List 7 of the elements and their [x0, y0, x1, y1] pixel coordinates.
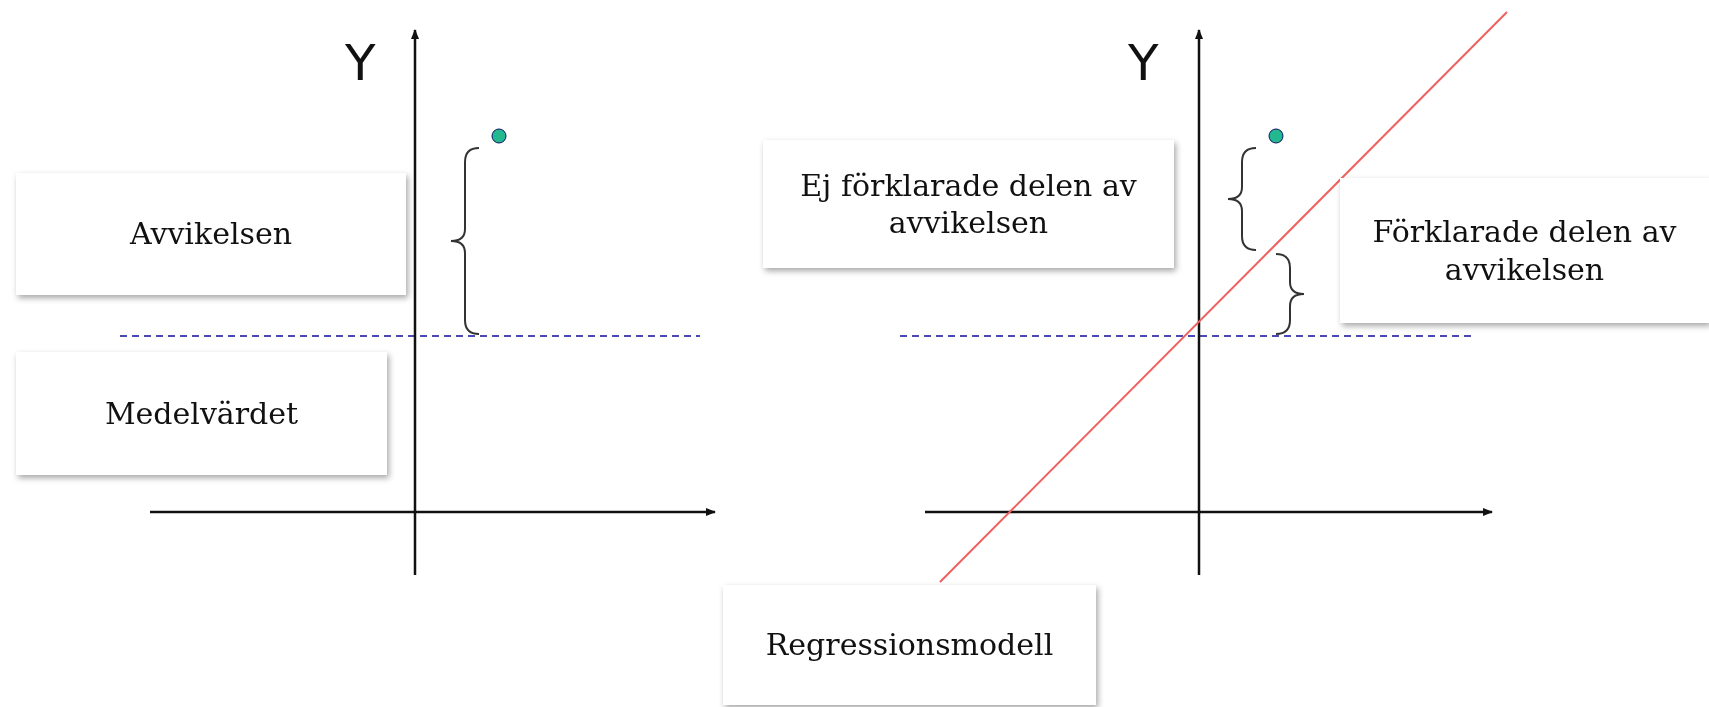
- text-card: Medelvärdet: [16, 352, 387, 475]
- axis-label: Y: [1128, 38, 1159, 88]
- text-card: Regressionsmodell: [723, 585, 1096, 705]
- text-card: Avvikelsen: [16, 173, 406, 295]
- text-card: Förklarade delen av avvikelsen: [1340, 178, 1709, 323]
- text-card: Ej förklarade delen av avvikelsen: [763, 140, 1174, 268]
- axis-label: Y: [345, 38, 376, 88]
